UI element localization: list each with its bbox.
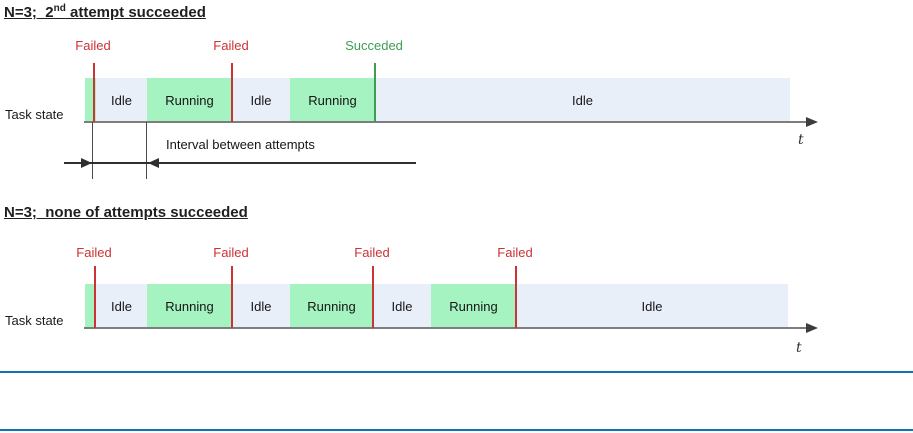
- segment-idle: Idle: [516, 284, 788, 328]
- interval-end-tick: [146, 122, 147, 179]
- segment-running: Running: [290, 78, 375, 122]
- task-state-label: Task state: [5, 107, 64, 122]
- time-axis-line: [84, 327, 807, 329]
- failed-label: Failed: [497, 245, 533, 260]
- segment-running: Running: [147, 78, 232, 122]
- diagram2-title: N=3; none of attempts succeeded: [4, 203, 248, 221]
- horizontal-divider: [0, 371, 913, 373]
- segment-idle: Idle: [232, 284, 290, 328]
- diagram1-title-text: N=3; 2: [4, 4, 54, 21]
- time-axis-arrowhead-icon: [806, 323, 818, 333]
- failed-label: Failed: [213, 38, 249, 53]
- segment-idle: Idle: [375, 78, 790, 122]
- interval-label: Interval between attempts: [166, 137, 315, 152]
- segment-idle: Idle: [232, 78, 290, 122]
- succeeded-label: Succeded: [345, 38, 403, 53]
- failed-label: Failed: [213, 245, 249, 260]
- interval-start-tick: [92, 122, 93, 179]
- interval-arrow-right-icon: [81, 158, 92, 168]
- segment-running: Running: [147, 284, 232, 328]
- segment-running: Running: [290, 284, 373, 328]
- diagram2-title-text: N=3; none of attempts succeeded: [4, 204, 248, 221]
- failed-marker-line: [231, 266, 233, 328]
- segment-idle: Idle: [96, 284, 147, 328]
- time-axis-label: t: [796, 340, 802, 356]
- segment-running-start: [85, 78, 96, 122]
- failed-marker-line: [94, 266, 96, 328]
- diagram1-title-superscript: nd: [53, 3, 66, 14]
- segment-idle: Idle: [373, 284, 431, 328]
- task-state-label: Task state: [5, 313, 64, 328]
- time-axis-line: [84, 121, 807, 123]
- time-axis-arrowhead-icon: [806, 117, 818, 127]
- failed-marker-line: [372, 266, 374, 328]
- failed-label: Failed: [354, 245, 390, 260]
- succeeded-marker-line: [374, 63, 376, 122]
- segment-running: Running: [431, 284, 516, 328]
- failed-marker-line: [231, 63, 233, 122]
- failed-marker-line: [93, 63, 95, 122]
- segment-running-start: [85, 284, 96, 328]
- diagram1-title: N=3; 2nd attempt succeeded: [4, 3, 206, 21]
- interval-arrow-left-icon: [148, 158, 159, 168]
- time-axis-label: t: [798, 132, 804, 148]
- diagram1-title-rest: attempt succeeded: [65, 4, 206, 21]
- failed-label: Failed: [76, 245, 112, 260]
- failed-label: Failed: [75, 38, 111, 53]
- failed-marker-line: [515, 266, 517, 328]
- segment-idle: Idle: [96, 78, 147, 122]
- interval-dimension-line: [64, 162, 416, 164]
- horizontal-divider: [0, 429, 913, 431]
